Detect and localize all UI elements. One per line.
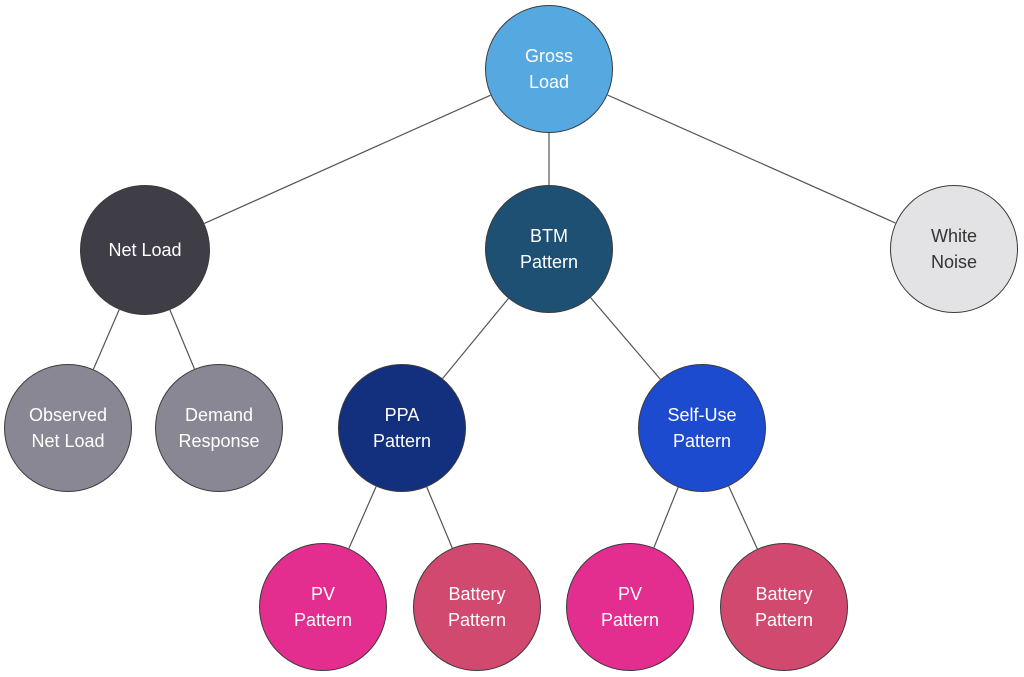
connector-btm-pattern-to-ppa-pattern — [442, 298, 509, 379]
node-demand-response: Demand Response — [155, 364, 283, 492]
node-ppa-battery-pattern-line-1: Battery — [448, 584, 506, 604]
node-gross-load-line-2: Load — [528, 72, 570, 92]
node-net-load: Net Load — [80, 185, 210, 315]
node-self-use-pattern-line-2: Pattern — [672, 431, 732, 451]
connector-gross-load-to-net-load — [204, 94, 491, 224]
node-self-use-battery-pattern: Battery Pattern — [720, 543, 848, 671]
node-self-use-pv-pattern: PV Pattern — [566, 543, 694, 671]
node-ppa-pv-pattern-line-1: PV — [310, 584, 335, 604]
node-demand-response-line-1: Demand — [184, 405, 254, 425]
node-self-use-pv-pattern-line-1: PV — [617, 584, 642, 604]
connector-self-use-pattern-to-self-use-pv-pattern — [653, 487, 679, 548]
node-observed-net-load-line-2: Net Load — [31, 431, 105, 451]
node-net-load-line-1: Net Load — [108, 240, 182, 260]
node-ppa-pv-pattern-line-2: Pattern — [293, 610, 353, 630]
node-ppa-pv-pattern: PV Pattern — [259, 543, 387, 671]
node-gross-load: Gross Load — [485, 5, 613, 133]
node-ppa-pattern-line-1: PPA — [384, 405, 420, 425]
connector-ppa-pattern-to-ppa-battery-pattern — [426, 486, 453, 549]
node-white-noise-line-1: White — [930, 226, 977, 246]
connector-net-load-to-demand-response — [169, 309, 195, 370]
connector-net-load-to-observed-net-load — [92, 309, 120, 370]
node-demand-response-line-2: Response — [178, 431, 260, 451]
node-white-noise-line-2: Noise — [930, 252, 978, 272]
node-white-noise: White Noise — [890, 185, 1018, 313]
node-gross-load-line-1: Gross — [524, 46, 573, 66]
node-btm-pattern-line-2: Pattern — [519, 252, 579, 272]
node-ppa-pattern-line-2: Pattern — [372, 431, 432, 451]
node-ppa-pattern: PPA Pattern — [338, 364, 466, 492]
node-btm-pattern-line-1: BTM — [530, 226, 568, 246]
node-self-use-pattern: Self-Use Pattern — [638, 364, 766, 492]
node-self-use-battery-pattern-line-1: Battery — [755, 584, 813, 604]
node-ppa-battery-pattern: Battery Pattern — [413, 543, 541, 671]
connector-btm-pattern-to-self-use-pattern — [590, 297, 661, 380]
node-self-use-pattern-line-1: Self-Use — [667, 405, 737, 425]
node-btm-pattern: BTM Pattern — [485, 185, 613, 313]
connector-gross-load-to-white-noise — [607, 94, 896, 224]
connector-self-use-pattern-to-self-use-battery-pattern — [728, 485, 758, 550]
node-observed-net-load-line-1: Observed — [28, 405, 108, 425]
node-observed-net-load: Observed Net Load — [4, 364, 132, 492]
connector-ppa-pattern-to-ppa-pv-pattern — [348, 486, 377, 549]
node-self-use-battery-pattern-line-2: Pattern — [754, 610, 814, 630]
node-self-use-pv-pattern-line-2: Pattern — [600, 610, 660, 630]
node-ppa-battery-pattern-line-2: Pattern — [447, 610, 507, 630]
